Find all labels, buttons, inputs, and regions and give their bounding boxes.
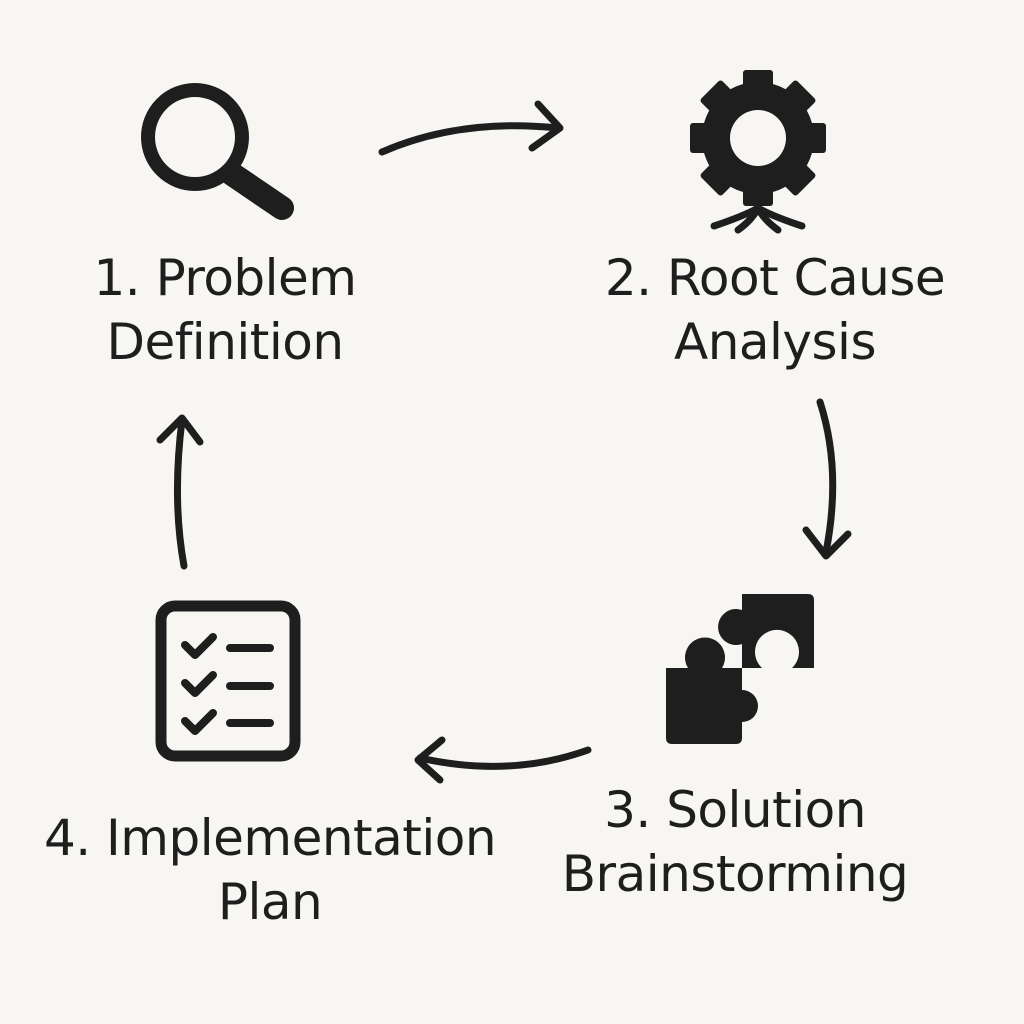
checklist-icon xyxy=(155,600,301,762)
magnifying-glass-icon xyxy=(141,83,294,220)
step-4-title: 4. Implementation xyxy=(43,809,497,867)
arrow-3-to-4 xyxy=(414,736,592,784)
arrow-1-to-2 xyxy=(378,100,564,156)
step-4-label: 4. Implementation Plan xyxy=(20,806,520,934)
puzzle-pieces-icon xyxy=(666,594,814,744)
arrow-4-to-1 xyxy=(156,414,204,570)
step-2-subtitle: Analysis xyxy=(673,313,877,371)
step-1-title: 1. Problem xyxy=(93,249,357,307)
step-3-title: 3. Solution xyxy=(604,781,866,839)
step-1-label: 1. Problem Definition xyxy=(40,246,410,374)
step-3-label: 3. Solution Brainstorming xyxy=(530,778,940,906)
step-2-label: 2. Root Cause Analysis xyxy=(580,246,970,374)
step-2-title: 2. Root Cause xyxy=(604,249,946,307)
step-4-subtitle: Plan xyxy=(217,873,323,931)
step-3-subtitle: Brainstorming xyxy=(561,845,909,903)
arrow-2-to-3 xyxy=(802,398,852,560)
gear-root-icon xyxy=(690,70,826,234)
step-1-subtitle: Definition xyxy=(106,313,344,371)
